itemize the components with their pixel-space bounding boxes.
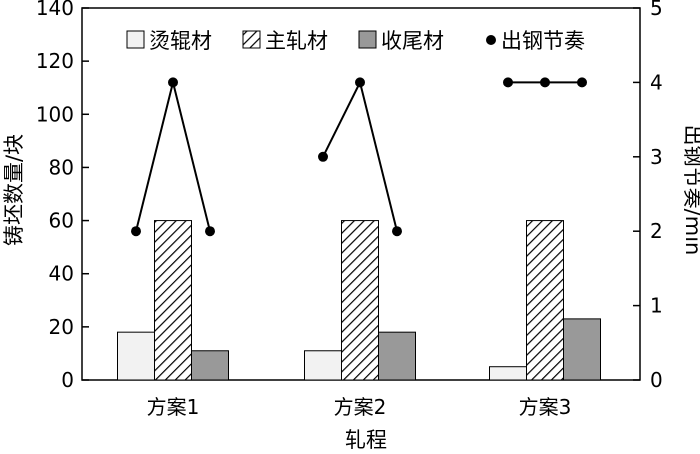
bar [341, 220, 379, 381]
legend-swatch [242, 30, 261, 49]
tempo-point [577, 77, 587, 88]
y-tick-label: 140 [36, 0, 74, 20]
legend-label: 烫辊材 [149, 29, 212, 53]
y-tick-label: 20 [49, 315, 74, 339]
y2-tick-label: 5 [650, 0, 663, 20]
tempo-point [392, 226, 402, 237]
legend-label: 出钢节奏 [501, 29, 585, 53]
tempo-point [168, 77, 178, 88]
y2-tick-label: 1 [650, 294, 663, 318]
y2-tick-label: 4 [650, 70, 663, 94]
legend-swatch [358, 30, 377, 49]
x-tick-label: 方案2 [334, 395, 387, 419]
legend-marker [486, 35, 496, 45]
y-tick-label: 100 [36, 102, 74, 126]
bar [378, 331, 416, 381]
bar [489, 366, 527, 381]
legend-swatch [126, 30, 145, 49]
y-tick-label: 0 [61, 368, 74, 392]
tempo-point [131, 226, 141, 237]
y-tick-label: 120 [36, 49, 74, 73]
x-tick-label: 方案1 [147, 395, 200, 419]
tempo-lines [131, 77, 587, 237]
tempo-point [355, 77, 365, 88]
bar [563, 318, 601, 381]
y2-tick-label: 3 [650, 145, 663, 169]
y-tick-label: 40 [49, 262, 74, 286]
tempo-point [503, 77, 513, 88]
y-tick-label: 80 [49, 155, 74, 179]
tempo-point [540, 77, 550, 88]
bar [117, 331, 155, 381]
y-axis-label: 铸坯数量/块 [2, 134, 26, 246]
y2-axis-label: 出钢节奏/min [681, 125, 700, 256]
tempo-point [205, 226, 215, 237]
y-tick-label: 60 [49, 209, 74, 233]
legend: 烫辊材 主轧材 收尾材 出钢节奏 [126, 29, 585, 53]
tempo-line [135, 82, 211, 232]
bar [191, 350, 229, 381]
x-tick-label: 方案3 [519, 395, 572, 419]
legend-label: 主轧材 [265, 29, 328, 53]
axes: 0 20 40 60 80 100 120 140 0 1 2 3 4 5 方案1 方案2 方案3 [36, 0, 663, 419]
legend-label: 收尾材 [381, 29, 444, 53]
bar [526, 220, 564, 381]
bars [117, 220, 601, 381]
x-axis-label: 轧程 [345, 428, 387, 452]
y2-tick-label: 2 [650, 219, 663, 243]
bar [304, 350, 342, 381]
tempo-line [322, 79, 398, 232]
bar [154, 220, 192, 381]
y2-tick-label: 0 [650, 368, 663, 392]
tempo-point [318, 151, 328, 162]
